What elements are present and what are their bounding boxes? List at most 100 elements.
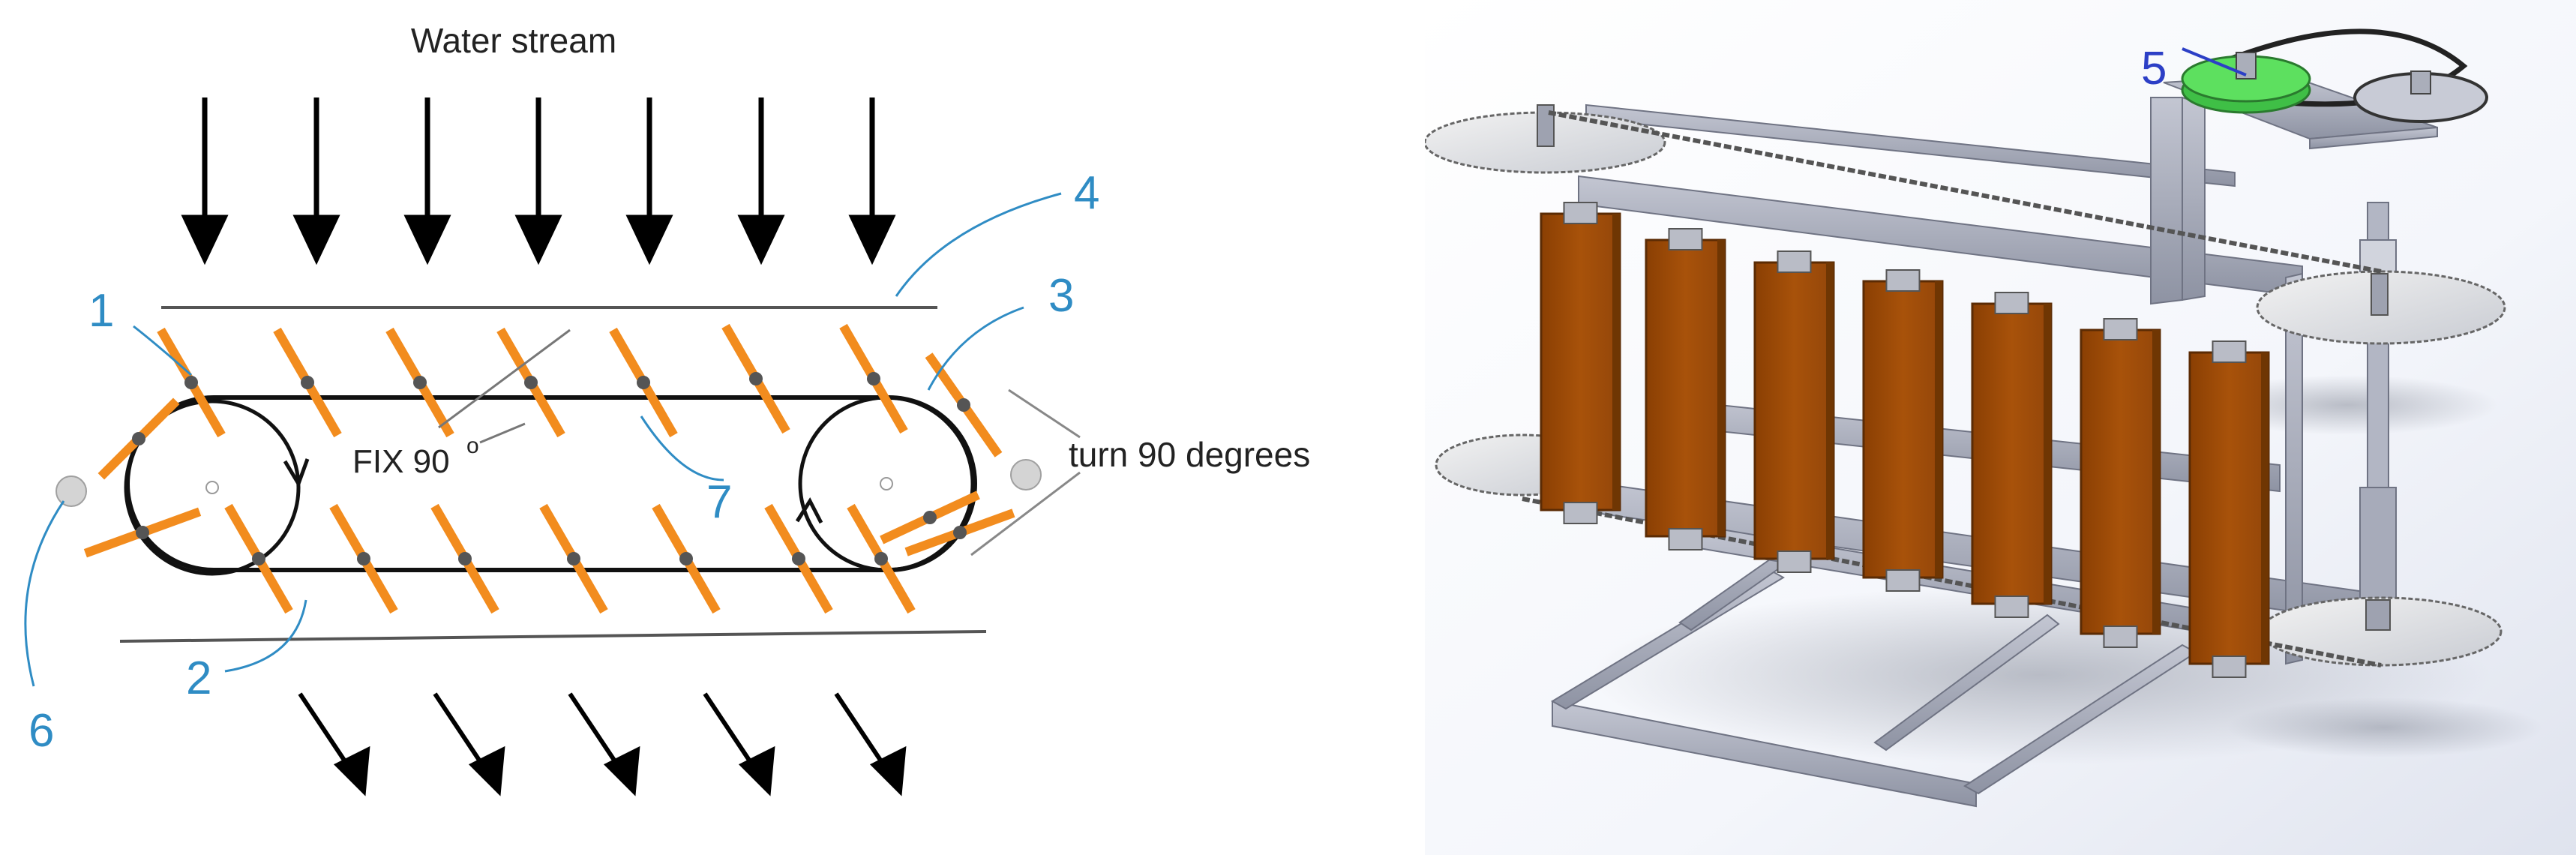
paddle-panel [1753, 250, 1835, 573]
callout-4: 4 [1074, 167, 1099, 219]
blade-pivot [867, 372, 880, 386]
hubs [1537, 104, 2391, 631]
callout-1-leader [133, 325, 192, 376]
inflow-arrow-head [403, 214, 451, 266]
blade-pivot [923, 511, 937, 524]
paddle-clamp [2212, 656, 2247, 678]
inflow-arrow-head [181, 214, 229, 266]
paddle-panel [2188, 340, 2270, 678]
inflow-arrow-head [848, 214, 896, 266]
paddle-edge [2152, 330, 2160, 634]
paddle-edge [1935, 281, 1942, 578]
motor-shaft [2236, 52, 2257, 80]
outflow-arrow-head [738, 746, 775, 796]
rotation-arrow-left [283, 458, 310, 488]
blade-pivot [749, 372, 763, 386]
paddle-clamp [1885, 269, 1921, 292]
right-post [2285, 272, 2303, 665]
blade-pivot [567, 552, 580, 566]
blade-pivot [953, 526, 967, 539]
fix-pointer [438, 328, 571, 429]
paddle-panel [2080, 318, 2161, 648]
blades [83, 323, 1015, 614]
turn-pointer [970, 471, 1081, 556]
upright-post [2182, 96, 2206, 302]
outgoing-flow-arrows [298, 692, 907, 796]
turn-90-degrees-label: turn 90 degrees [1069, 435, 1310, 474]
fix-degree-symbol: o [466, 434, 479, 458]
callouts [24, 192, 1062, 687]
blade-pivot [301, 376, 314, 389]
paddle-board [2080, 328, 2161, 635]
water-stream-label: Water stream [411, 21, 616, 60]
blade-pivot [357, 552, 370, 566]
render-panel: 5 [1425, 0, 2576, 855]
blade-pivot [413, 376, 427, 389]
paddle-clamp [2212, 340, 2247, 363]
paddle-panel [1540, 202, 1621, 524]
inflow-arrow-head [737, 214, 785, 266]
outflow-arrow-head [333, 746, 370, 796]
base-beam-front [1552, 700, 1977, 808]
blade-pivot [524, 376, 538, 389]
chain-top [1548, 110, 2382, 274]
rotation-arrow-right [795, 496, 823, 524]
callout-5-leader [2182, 47, 2247, 76]
blade-pivot [957, 398, 970, 412]
blade-pivot [132, 432, 145, 446]
callout-6-leader [24, 500, 65, 687]
schematic-diagram: Water stream FIX 90 o t [24, 21, 1310, 796]
incoming-flow-arrows [181, 98, 896, 266]
callout-7-leader [640, 416, 724, 482]
sensor-right [1010, 459, 1042, 490]
callout-5: 5 [2141, 43, 2167, 94]
hub [2371, 273, 2389, 316]
paddle-clamp [2103, 318, 2138, 340]
paddle-edge [1612, 214, 1620, 510]
callout-1: 1 [88, 285, 114, 337]
fix-pointer [479, 422, 526, 444]
base-brace [1873, 614, 2060, 752]
paddle-clamp [1777, 550, 1812, 573]
disc-shadow [2227, 698, 2542, 758]
blade-pivot [458, 552, 472, 566]
paddle-edge [2044, 304, 2051, 604]
paddle-panels [1540, 202, 2270, 678]
paddle-clamp [1668, 228, 1703, 250]
left-pulley [124, 399, 301, 576]
blade-pivot [874, 552, 888, 566]
paddle-board [1862, 280, 1944, 579]
outflow-arrow-head [603, 746, 640, 796]
cad-render: 5 [1425, 0, 2576, 855]
inflow-arrow-head [514, 214, 562, 266]
pulley-shaft [2410, 70, 2431, 94]
outflow-arrow-head [468, 746, 505, 796]
paddle-clamp [1777, 250, 1812, 273]
right-pulley-axle [880, 477, 893, 490]
turn-pointer [1008, 388, 1081, 439]
callout-6: 6 [28, 705, 54, 757]
disc-shadow [2197, 375, 2497, 435]
blade-pivot [184, 376, 198, 389]
paddle-clamp [1994, 292, 2029, 314]
blade-pivot [136, 526, 149, 539]
schematic-panel: Water stream FIX 90 o t [24, 21, 1310, 796]
sensor-left [55, 476, 87, 507]
paddle-board [1971, 302, 2053, 605]
base-frame [1551, 516, 2197, 808]
fix-90-label: FIX 90 [352, 443, 450, 480]
callout-3-leader [927, 306, 1024, 391]
callout-2-leader [224, 599, 307, 673]
blade-pivot [637, 376, 650, 389]
paddle-clamp [1563, 202, 1598, 224]
paddle-panel [1971, 292, 2053, 618]
callout-labels: 1 2 3 4 6 7 [28, 167, 1099, 757]
paddle-board [1645, 238, 1726, 538]
paddle-board [1540, 212, 1621, 512]
paddle-edge [2261, 352, 2269, 664]
inflow-arrow-head [625, 214, 673, 266]
hub [2365, 599, 2391, 631]
inflow-arrow-head [292, 214, 340, 266]
channel-wall-bottom [119, 630, 987, 643]
blade-pivot [252, 552, 265, 566]
